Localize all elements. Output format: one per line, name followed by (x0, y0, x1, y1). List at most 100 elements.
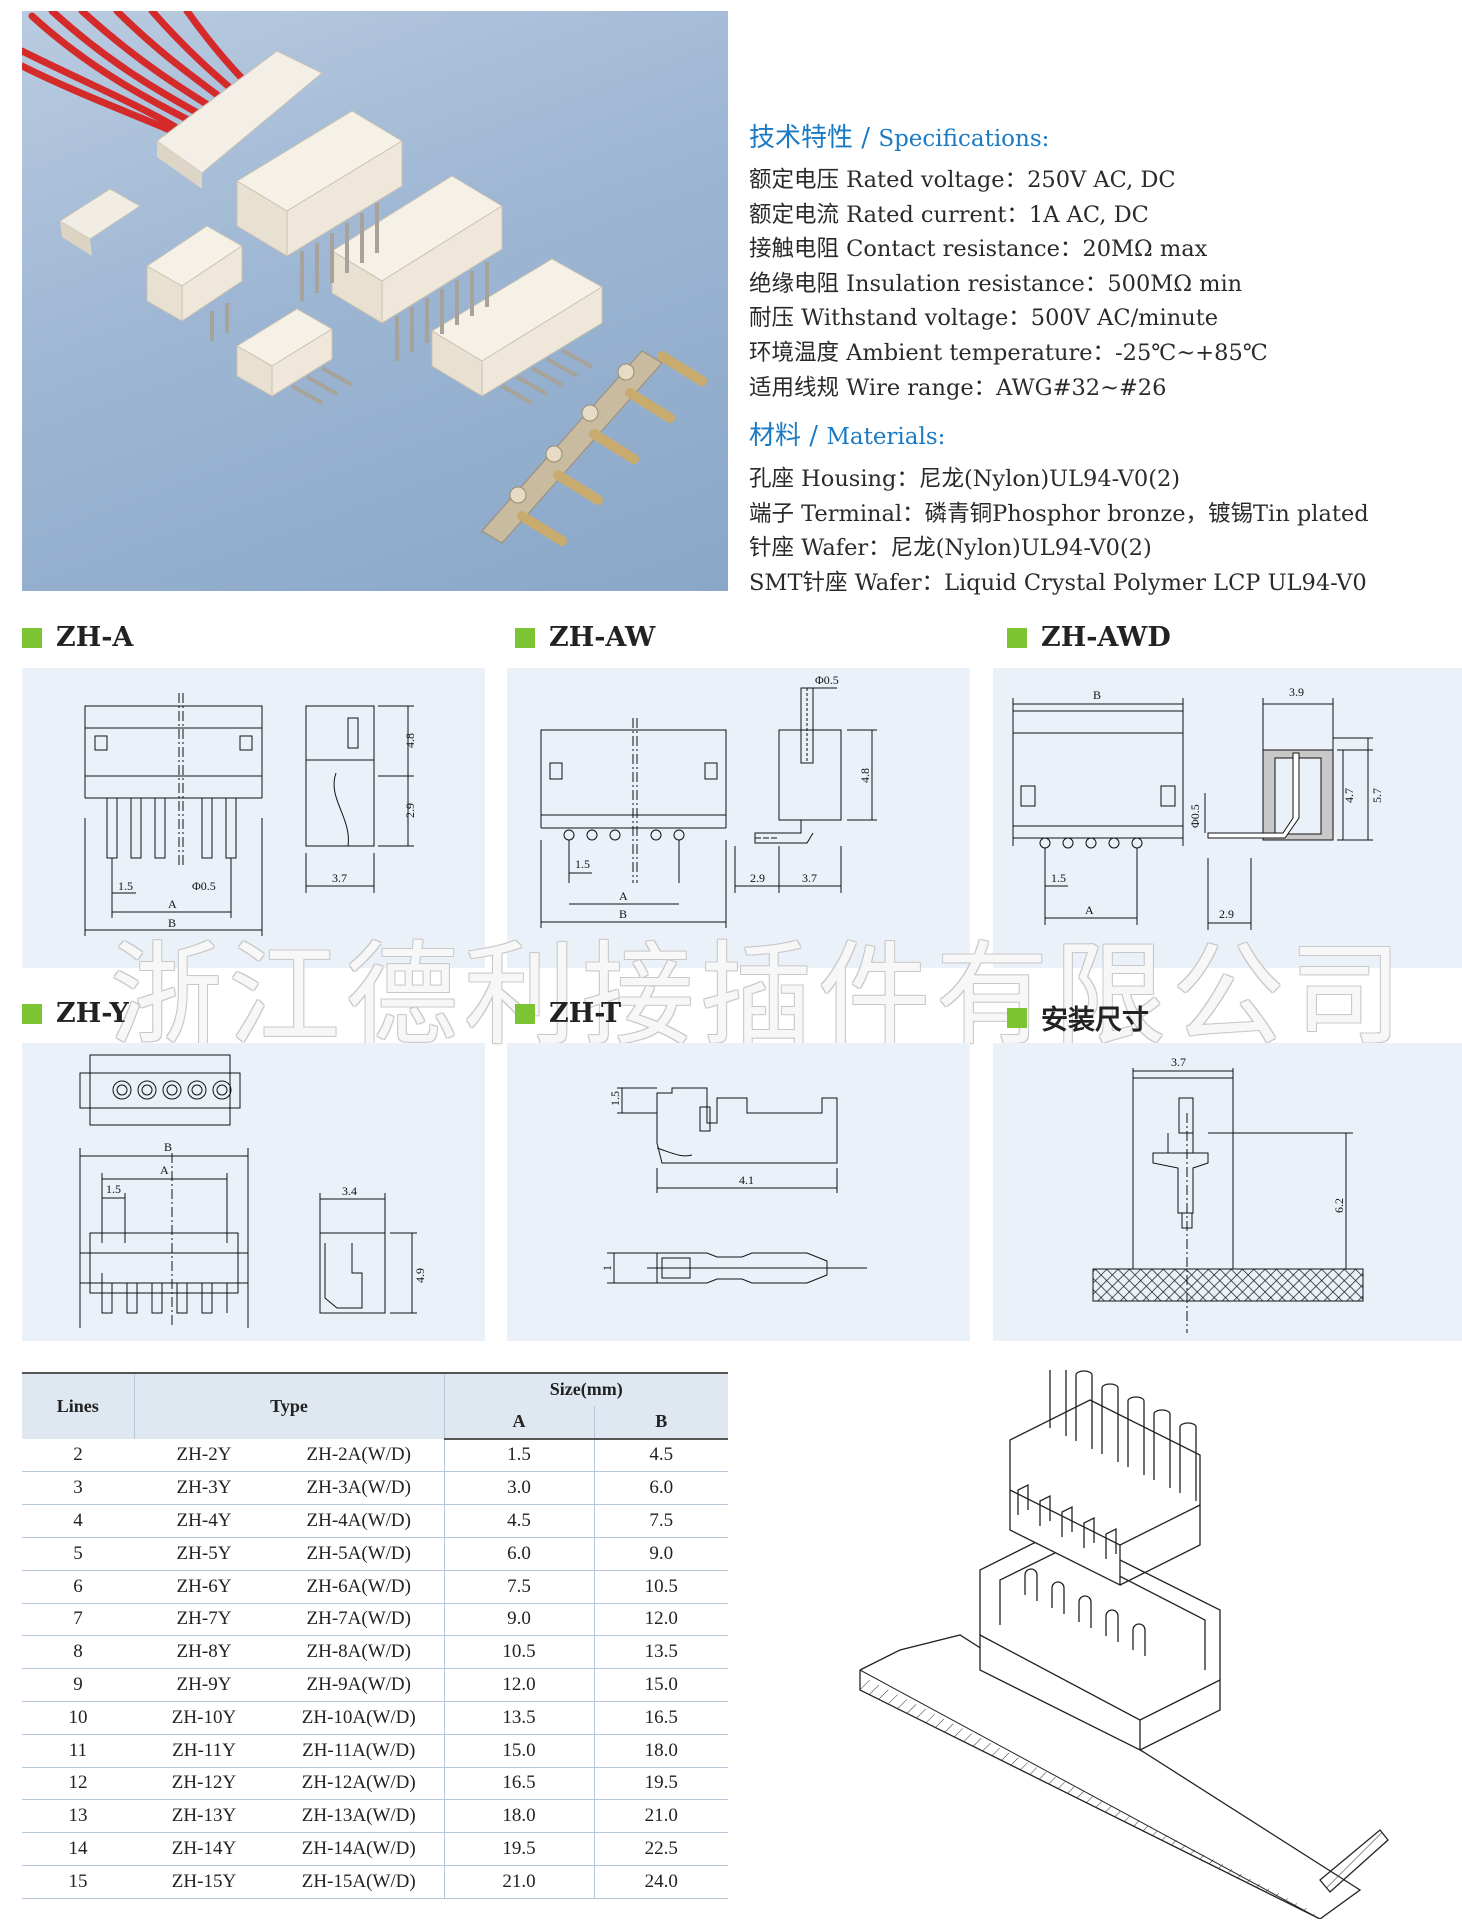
cell-type-a: ZH-8A(W/D) (274, 1635, 444, 1670)
specifications-title-sep: / (861, 123, 871, 153)
cell-lines: 14 (22, 1832, 134, 1866)
svg-text:Φ0.5: Φ0.5 (1188, 804, 1202, 828)
cell-type-y: ZH-2Y (134, 1438, 274, 1473)
green-square-icon (22, 1003, 42, 1024)
drawing-zh-y: B A 1.5 3.4 4.9 (22, 1043, 485, 1341)
svg-text:1.5: 1.5 (118, 879, 133, 893)
heading-zh-t-text: ZH-T (549, 998, 622, 1029)
cell-lines: 9 (22, 1668, 134, 1702)
svg-text:B: B (1093, 688, 1101, 702)
cell-size-a: 15.0 (443, 1734, 594, 1768)
cell-size-b: 7.5 (593, 1504, 728, 1538)
cell-size-a: 3.0 (443, 1471, 594, 1506)
cell-lines: 4 (22, 1504, 134, 1538)
green-square-icon (515, 1003, 535, 1024)
company-watermark: 浙江德利接插件有限公司 (110, 931, 1408, 1061)
materials-title-en: Materials: (826, 424, 946, 450)
cell-size-a: 16.5 (443, 1767, 594, 1801)
drawing-install: 3.7 6.2 (993, 1043, 1462, 1341)
cell-lines: 5 (22, 1537, 134, 1571)
svg-text:A: A (1085, 903, 1094, 917)
svg-text:4.8: 4.8 (403, 733, 417, 748)
cell-type-a: ZH-7A(W/D) (274, 1603, 444, 1637)
cell-size-a: 13.5 (443, 1701, 594, 1735)
product-photo (22, 11, 728, 591)
cell-size-b: 15.0 (593, 1668, 728, 1702)
cell-type-a: ZH-12A(W/D) (274, 1767, 444, 1801)
cell-lines: 6 (22, 1570, 134, 1604)
cell-lines: 8 (22, 1635, 134, 1670)
drawing-zh-t: 1.5 4.1 1 (507, 1043, 970, 1341)
cell-type-y: ZH-4Y (134, 1504, 274, 1538)
svg-text:3.4: 3.4 (342, 1184, 357, 1198)
cell-size-b: 21.0 (593, 1799, 728, 1834)
green-square-icon (22, 627, 42, 648)
cell-type-y: ZH-9Y (134, 1668, 274, 1702)
header-b: B (593, 1405, 728, 1440)
svg-text:2.9: 2.9 (403, 803, 417, 818)
cell-type-y: ZH-15Y (134, 1865, 274, 1899)
cell-lines: 13 (22, 1799, 134, 1834)
svg-text:2.9: 2.9 (1219, 907, 1234, 921)
cell-size-a: 1.5 (443, 1438, 594, 1473)
cell-size-b: 19.5 (593, 1767, 728, 1801)
cell-size-a: 19.5 (443, 1832, 594, 1866)
cell-size-a: 10.5 (443, 1635, 594, 1670)
cell-size-a: 21.0 (443, 1865, 594, 1899)
header-lines: Lines (22, 1372, 134, 1439)
svg-text:B: B (168, 916, 176, 930)
svg-text:A: A (619, 889, 628, 903)
svg-text:Φ0.5: Φ0.5 (815, 673, 839, 687)
cell-type-a: ZH-4A(W/D) (274, 1504, 444, 1538)
drawing-zh-awd: B 3.9 Φ0.5 4.7 5.7 1.5 A 2.9 (993, 668, 1462, 968)
heading-zh-a: ZH-A (22, 622, 133, 653)
spec-rated-current: 额定电流 Rated current：1A AC, DC (749, 202, 1149, 228)
svg-text:3.7: 3.7 (802, 871, 817, 885)
svg-text:Φ0.5: Φ0.5 (192, 879, 216, 893)
svg-text:1: 1 (600, 1265, 614, 1271)
cell-lines: 12 (22, 1767, 134, 1801)
cell-type-y: ZH-8Y (134, 1635, 274, 1670)
cell-lines: 3 (22, 1471, 134, 1506)
cell-type-y: ZH-6Y (134, 1570, 274, 1604)
material-wafer: 针座 Wafer：尼龙(Nylon)UL94-V0(2) (749, 535, 1152, 561)
spec-insulation-resistance: 绝缘电阻 Insulation resistance：500MΩ min (749, 271, 1243, 297)
svg-text:4.1: 4.1 (739, 1173, 754, 1187)
svg-text:B: B (619, 907, 627, 921)
cell-type-a: ZH-13A(W/D) (274, 1799, 444, 1834)
spec-contact-resistance: 接触电阻 Contact resistance：20MΩ max (749, 236, 1208, 262)
svg-text:1.5: 1.5 (1051, 871, 1066, 885)
specifications-title: 技术特性 / Specifications: (749, 117, 1049, 154)
materials-title-cn: 材料 (749, 421, 802, 451)
cell-size-a: 7.5 (443, 1570, 594, 1604)
heading-install-text: 安装尺寸 (1041, 1005, 1149, 1036)
material-terminal: 端子 Terminal：磷青铜Phosphor bronze，镀锡Tin pla… (749, 501, 1369, 527)
cell-type-a: ZH-2A(W/D) (274, 1438, 444, 1473)
cell-size-b: 16.5 (593, 1701, 728, 1735)
green-square-icon (515, 627, 535, 648)
cell-size-a: 12.0 (443, 1668, 594, 1702)
heading-zh-y-text: ZH-Y (56, 998, 129, 1029)
svg-text:1.5: 1.5 (575, 857, 590, 871)
green-square-icon (1007, 1007, 1027, 1028)
svg-text:3.7: 3.7 (332, 871, 347, 885)
cell-type-a: ZH-3A(W/D) (274, 1471, 444, 1506)
header-size: Size(mm) (443, 1372, 728, 1406)
cell-size-b: 13.5 (593, 1635, 728, 1670)
cell-size-b: 6.0 (593, 1471, 728, 1506)
cell-size-a: 9.0 (443, 1603, 594, 1637)
svg-text:3.7: 3.7 (1171, 1055, 1186, 1069)
cell-size-b: 10.5 (593, 1570, 728, 1604)
cell-lines: 2 (22, 1438, 134, 1473)
